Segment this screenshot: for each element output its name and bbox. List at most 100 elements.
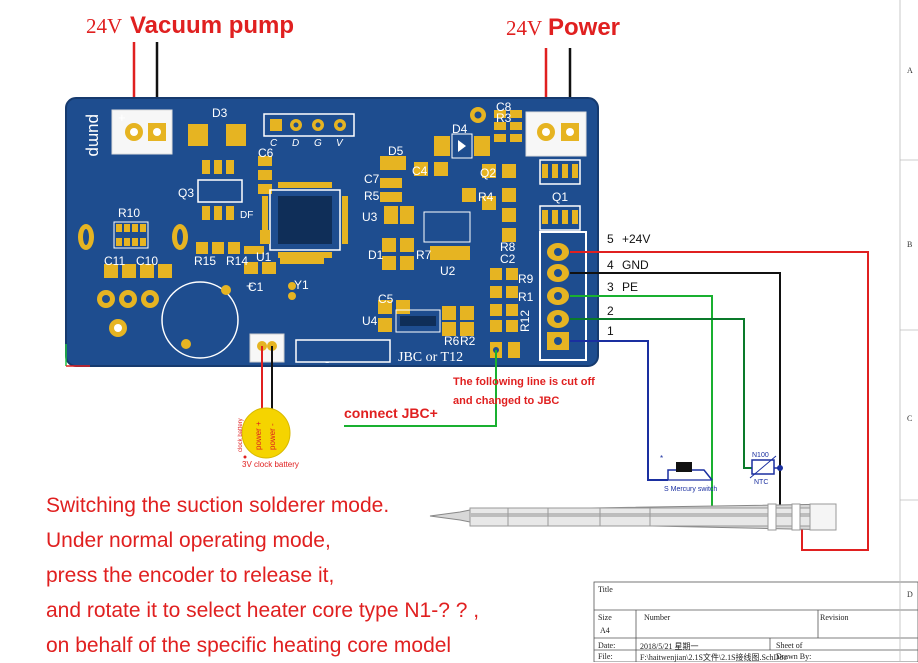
wire-jbc-plus xyxy=(344,350,497,427)
silk-ref-r7: R7 xyxy=(416,248,432,262)
silk-ref-r10: R10 xyxy=(118,206,141,220)
pin-label-3: PE xyxy=(622,280,639,294)
tb-sheet-label: Sheet of xyxy=(776,641,803,650)
margin-letter-b: B xyxy=(907,240,913,249)
silk-ref-u3: U3 xyxy=(362,210,378,224)
title-block xyxy=(593,581,918,662)
pump-plus-label: + xyxy=(118,110,126,125)
clock-battery xyxy=(241,407,291,459)
switch-symbol xyxy=(676,462,692,472)
silk-ref-r6: R6 xyxy=(444,334,460,348)
connect-jbc-label: connect JBC+ xyxy=(344,405,438,421)
instruction-line: on behalf of the specific heating core m… xyxy=(46,634,452,657)
silk-ref-c11: C11 xyxy=(104,254,126,268)
tb-revision-label: Revision xyxy=(820,613,849,622)
pin-number-2: 2 xyxy=(607,304,614,318)
silk-ref-r9: R9 xyxy=(518,272,534,286)
vacuum-pump-label: Vacuum pump xyxy=(130,12,295,39)
wire-gnd xyxy=(570,272,781,528)
silk-ref-r1: R1 xyxy=(518,290,534,304)
c1-plus: + xyxy=(246,278,254,293)
instruction-line: Under normal operating mode, xyxy=(46,529,331,552)
cdgv-pin-d: D xyxy=(292,138,300,149)
pin-label-5: +24V xyxy=(622,232,651,246)
silk-ref-q2: Q2 xyxy=(480,166,497,180)
battery-face-c: power - xyxy=(268,423,277,450)
silk-ref-r4: R4 xyxy=(478,190,494,204)
silk-ref-r3: R3 xyxy=(496,111,512,125)
wire-pe xyxy=(570,295,713,506)
cdgv-pin-g: G xyxy=(314,138,322,149)
switch-star: * xyxy=(660,454,664,463)
tb-title: Title xyxy=(598,585,613,594)
silk-ref-c5: C5 xyxy=(378,292,394,306)
wire-24v xyxy=(570,251,869,551)
wire-pin1 xyxy=(570,340,668,481)
silk-ref-q1: Q1 xyxy=(552,190,569,204)
mcu-chip xyxy=(269,189,341,251)
silk-ref-c6: C6 xyxy=(258,146,274,160)
tb-size-label: Size xyxy=(598,613,612,622)
jbc-or-t12-label: JBC or T12 xyxy=(398,350,464,365)
df-label: DF xyxy=(240,210,254,221)
encoder-outline xyxy=(161,281,239,359)
ntc-top-label: N100 xyxy=(752,452,769,459)
battery-face-b: power + xyxy=(254,421,263,450)
silk-ref-r12: R12 xyxy=(518,309,532,332)
silk-ref-d5: D5 xyxy=(388,144,404,158)
silk-ref-c10: C10 xyxy=(136,254,159,268)
silk-ref-d4: D4 xyxy=(452,122,468,136)
silk-ref-u2: U2 xyxy=(440,264,456,278)
pin-label-4: GND xyxy=(622,258,649,272)
cdgv-pin-v: V xyxy=(336,138,343,149)
buzzer-minus: - xyxy=(325,354,330,369)
tb-number-label: Number xyxy=(644,613,671,622)
silk-ref-r15: R15 xyxy=(194,254,217,268)
pin-number-5: 5 xyxy=(607,232,614,246)
power-voltage-label: 24V xyxy=(506,16,543,40)
instruction-line: press the encoder to release it, xyxy=(46,564,335,587)
cut-note-line1: The following line is cut off xyxy=(453,376,595,388)
silk-ref-r8: R8 xyxy=(500,240,516,254)
pin-number-1: 1 xyxy=(607,324,614,338)
ntc-bottom-label: NTC xyxy=(754,479,769,486)
silk-ref-r2: R2 xyxy=(460,334,476,348)
battery-face-a: clock battery xyxy=(238,418,244,452)
pin-number-3: 3 xyxy=(607,280,614,294)
silk-ref-q3: Q3 xyxy=(178,186,195,200)
cdgv-pin-c: C xyxy=(270,138,278,149)
power-label: Power xyxy=(548,14,621,41)
silk-ref-y1: Y1 xyxy=(294,278,309,292)
margin-letter-c: C xyxy=(907,414,913,423)
battery-label: 3V clock battery xyxy=(242,460,299,469)
instruction-line: Switching the suction solderer mode. xyxy=(46,494,390,517)
silk-ref-u4: U4 xyxy=(362,314,378,328)
vacuum-voltage-label: 24V xyxy=(86,14,123,38)
margin-letter-a: A xyxy=(907,66,913,75)
silk-ref-c8: C8 xyxy=(496,100,512,114)
cut-note-line2: and changed to JBC xyxy=(453,395,560,407)
silk-ref-c7: C7 xyxy=(364,172,380,186)
tb-date-value: 2018/5/21 星期一 xyxy=(640,642,699,651)
silk-ref-d1: D1 xyxy=(368,248,384,262)
silk-ref-c2: C2 xyxy=(500,252,516,266)
pump-silk-label: pump xyxy=(85,114,104,157)
silk-ref-c1: C1 xyxy=(248,280,264,294)
tb-drawn-label: Drawn By: xyxy=(776,652,812,661)
tb-file-value: F:\haitwenjian\2.1S文件\2.1S接线图.SchDoc xyxy=(640,653,787,662)
silk-ref-d3: D3 xyxy=(212,106,228,120)
cdgv-header xyxy=(263,113,355,137)
silk-ref-c4: C4 xyxy=(412,164,428,178)
silk-ref-r5: R5 xyxy=(364,189,380,203)
mercury-switch-label: S Mercury switch xyxy=(664,486,718,493)
margin-letter-d: D xyxy=(907,590,913,599)
silk-ref-u1: U1 xyxy=(256,250,272,264)
silk-ref-r14: R14 xyxy=(226,254,249,268)
pin-number-4: 4 xyxy=(607,258,614,272)
tb-date-label: Date: xyxy=(598,641,616,650)
heating-cartridge xyxy=(429,503,837,531)
mode-instructions: Switching the suction solderer mode. Unde… xyxy=(46,488,479,663)
instruction-line: and rotate it to select heater core type… xyxy=(46,599,480,622)
